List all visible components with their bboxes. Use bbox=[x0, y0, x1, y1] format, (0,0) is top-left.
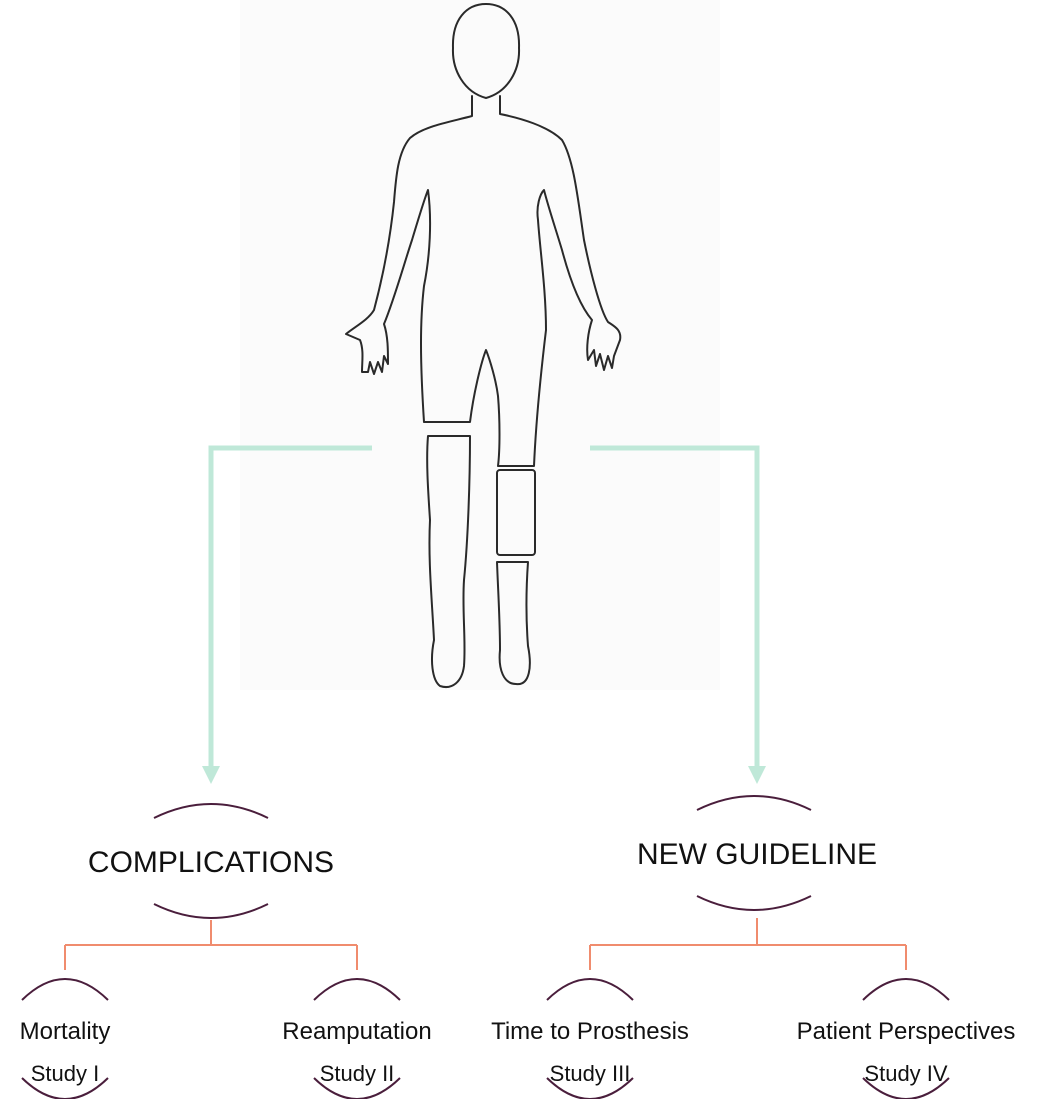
arrow-right-head bbox=[748, 766, 766, 784]
guideline-arc-top bbox=[697, 796, 811, 810]
topic-label-reamputation: Reamputation bbox=[282, 1018, 431, 1046]
reamputation-arc-top bbox=[314, 979, 400, 1000]
study-label-2: Study II bbox=[320, 1061, 395, 1087]
perspectives-arc-top bbox=[863, 979, 949, 1000]
topic-label-time-to-prosthesis: Time to Prosthesis bbox=[491, 1018, 689, 1046]
guideline-branch bbox=[590, 918, 906, 970]
arrow-left-head bbox=[202, 766, 220, 784]
illustration-panel bbox=[240, 0, 720, 690]
study-label-4: Study IV bbox=[864, 1061, 947, 1087]
complications-arc-top bbox=[154, 804, 268, 818]
topic-label-mortality: Mortality bbox=[20, 1018, 111, 1046]
study-label-3: Study III bbox=[550, 1061, 631, 1087]
mortality-arc-top bbox=[22, 979, 108, 1000]
prosthesis-arc-top bbox=[547, 979, 633, 1000]
study-label-1: Study I bbox=[31, 1061, 99, 1087]
complications-arc-bottom bbox=[154, 904, 268, 918]
guideline-arc-bottom bbox=[697, 896, 811, 910]
topic-label-patient-perspectives: Patient Perspectives bbox=[797, 1018, 1016, 1046]
complications-branch bbox=[65, 920, 357, 970]
branch-connectors bbox=[65, 918, 906, 970]
category-label-new-guideline: NEW GUIDELINE bbox=[637, 838, 877, 872]
category-label-complications: COMPLICATIONS bbox=[88, 846, 334, 880]
